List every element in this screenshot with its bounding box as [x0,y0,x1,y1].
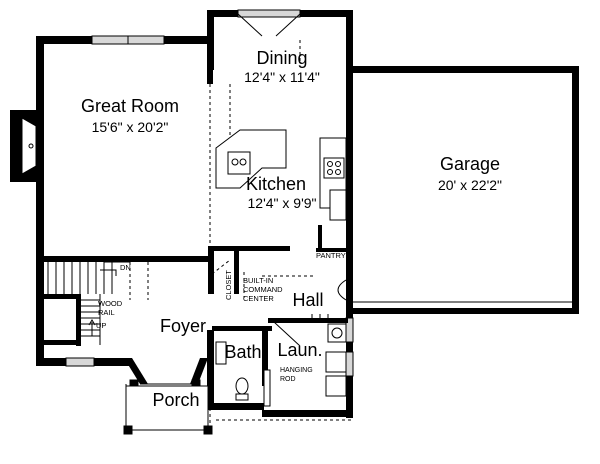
wood-rail-line-2: RAIL [98,308,115,317]
garage-door [337,279,572,303]
windows [65,9,354,377]
pantry-label: PANTRY [316,251,346,260]
staircase [47,261,130,345]
fixtures [215,314,347,407]
hanging-rod-line-2: ROD [280,376,296,383]
foyer-name: Foyer [160,316,206,336]
kitchen-counters [215,129,347,221]
wood-rail-line-1: WOOD [98,299,123,308]
stair-up-label: UP [96,321,106,330]
command-center-line-2: COMMAND [243,285,283,294]
garage-dims: 20' x 22'2" [438,177,502,193]
hall-name: Hall [292,290,323,310]
great-room-name: Great Room [81,96,179,116]
interior-walls [40,70,352,386]
small-labels: CLOSET PANTRY BUILT-IN COMMAND CENTER DN… [96,251,346,383]
garage-name: Garage [440,154,500,174]
great-room-dims: 15'6" x 20'2" [92,119,169,135]
kitchen-name: Kitchen [246,174,306,194]
dining-dims: 12'4" x 11'4" [244,69,320,85]
dining-door [237,13,301,37]
porch-name: Porch [152,390,199,410]
porch [123,379,213,435]
hanging-rod-line-1: HANGING [280,367,313,374]
fireplace [21,117,37,175]
closet-label: CLOSET [224,270,233,300]
room-labels: Great Room 15'6" x 20'2" Dining 12'4" x … [81,48,502,410]
kitchen-dims: 12'4" x 9'9" [248,195,317,211]
laundry-name: Laun. [277,340,322,360]
bath-name: Bath [224,342,261,362]
command-center-line-1: BUILT-IN [243,276,273,285]
stair-down-label: DN [120,263,131,272]
command-center-line-3: CENTER [243,294,274,303]
dining-name: Dining [256,48,307,68]
